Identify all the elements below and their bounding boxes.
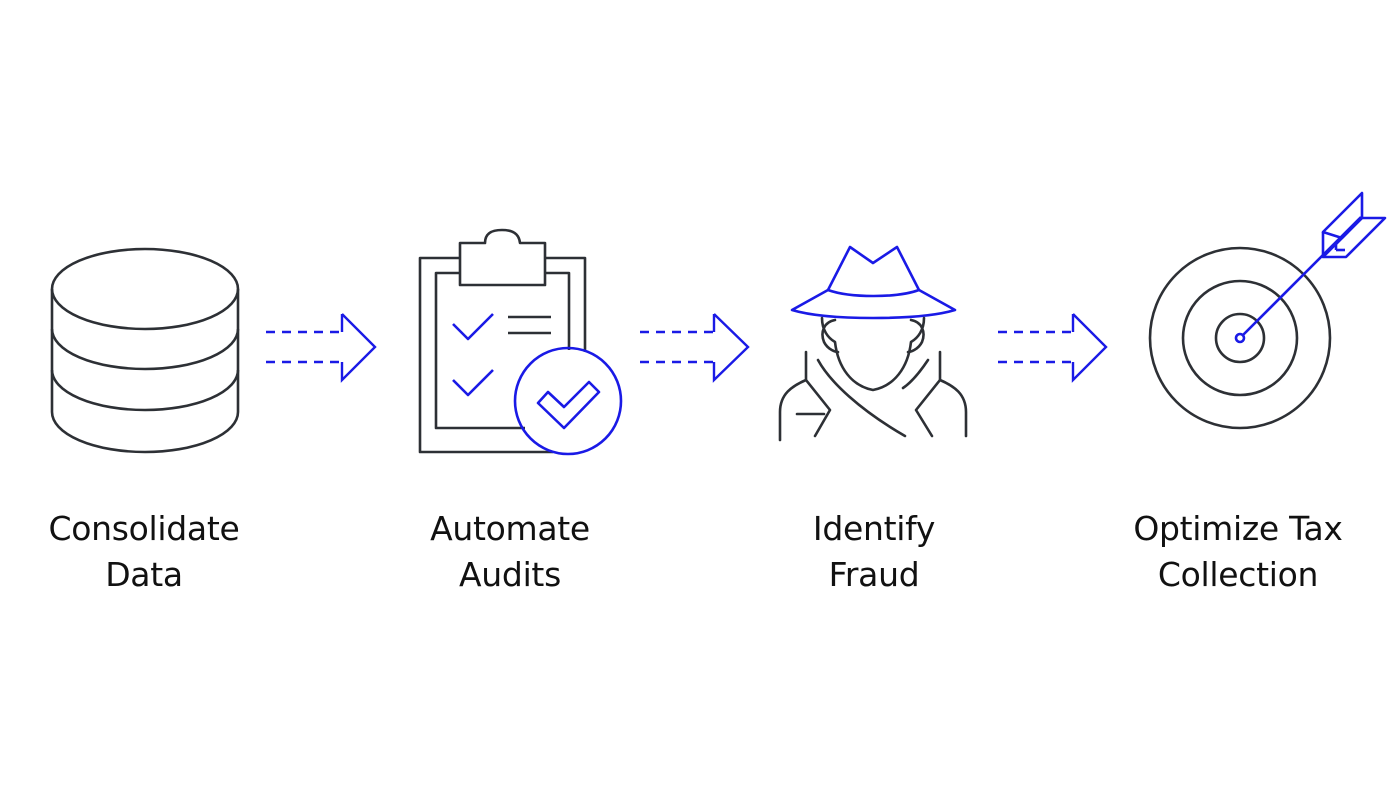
database-icon	[50, 247, 240, 454]
step-label-line-2: Fraud	[828, 555, 920, 594]
dashed-arrow-icon	[998, 313, 1108, 383]
step-label-consolidate-data: Consolidate Data	[0, 506, 294, 598]
step-label-identify-fraud: Identify Fraud	[724, 506, 1024, 598]
clipboard-checklist-icon	[418, 228, 623, 456]
dashed-arrow-icon	[640, 313, 750, 383]
step-label-line-1: Optimize Tax	[1133, 509, 1343, 548]
step-label-optimize-tax-collection: Optimize Tax Collection	[1088, 506, 1388, 598]
step-label-line-2: Data	[105, 555, 183, 594]
step-label-line-1: Identify	[812, 509, 936, 548]
step-label-automate-audits: Automate Audits	[360, 506, 660, 598]
detective-icon	[778, 245, 968, 442]
step-label-line-1: Consolidate	[48, 509, 240, 548]
step-label-line-1: Automate	[430, 509, 590, 548]
dashed-arrow-icon	[266, 313, 377, 383]
step-label-line-2: Audits	[459, 555, 561, 594]
target-arrow-icon	[1148, 191, 1387, 430]
step-label-line-2: Collection	[1157, 555, 1319, 594]
